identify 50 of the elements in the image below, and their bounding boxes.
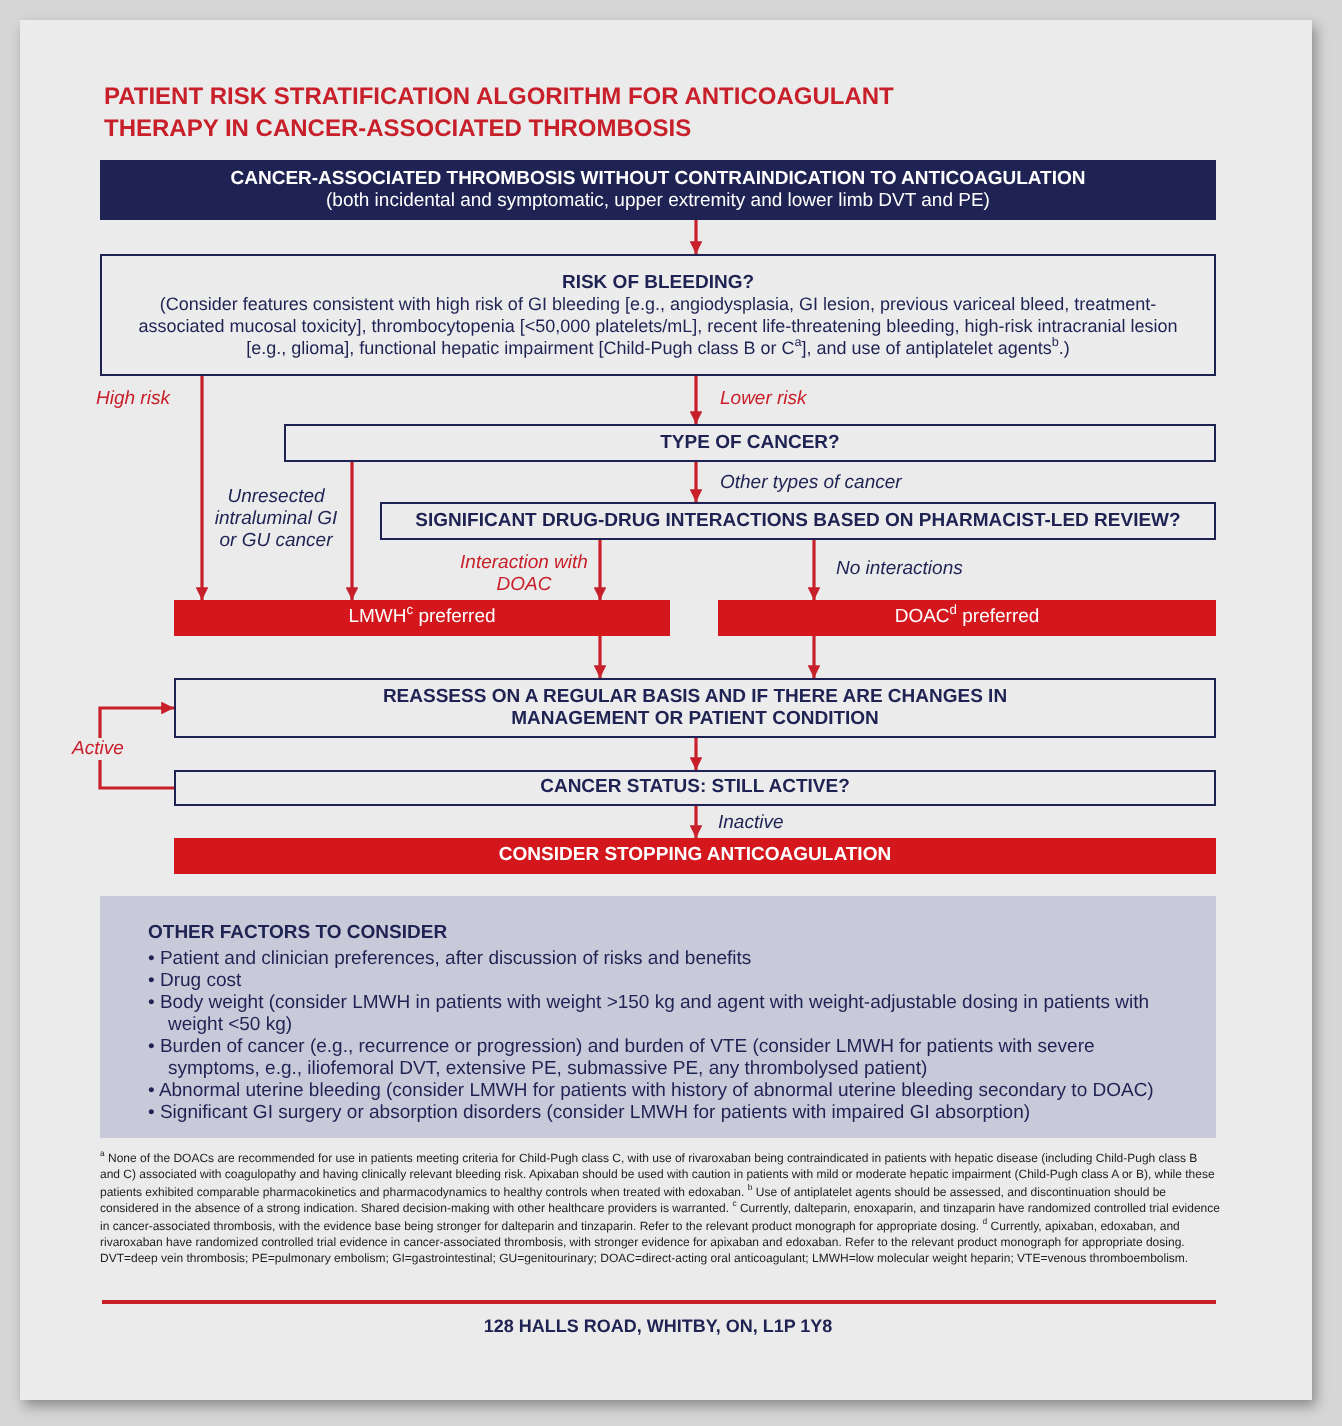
outcome-text: LMWH$^{c}$ preferred bbox=[348, 606, 496, 630]
outcome-bar bbox=[718, 600, 1216, 636]
panel-heading: OTHER FACTORS TO CONSIDER bbox=[148, 922, 448, 946]
outcome-bar bbox=[174, 838, 1216, 874]
arrow bbox=[98, 701, 174, 790]
edge-label: Other types of cancer bbox=[720, 472, 902, 494]
edge-label: Unresected intraluminal GI or GU cancer bbox=[212, 486, 340, 552]
bullet-item: • Abnormal uterine bleeding (consider LMWH for patients with history of abnormal uterine bleeding secondary to DOAC) bbox=[148, 1080, 1156, 1102]
process-box bbox=[174, 678, 1216, 738]
arrow bbox=[345, 462, 359, 600]
box-heading: CANCER-ASSOCIATED THROMBOSIS WITHOUT CONTRAINDICATION TO ANTICOAGULATION bbox=[230, 167, 1086, 190]
arrow bbox=[807, 636, 821, 678]
edge-label: No interactions bbox=[836, 558, 963, 580]
factors-panel bbox=[100, 896, 1216, 1138]
bullet-item: • Significant GI surgery or absorption disorders (consider LMWH for patients with impaired GI absorption) bbox=[148, 1102, 1033, 1124]
box-description: (both incidental and symptomatic, upper extremity and lower limb DVT and PE) bbox=[324, 190, 992, 213]
edge-label: High risk bbox=[96, 388, 170, 410]
bullet-item: • Body weight (consider LMWH in patients with weight >150 kg and agent with weight-adjustable dosing in patients with weight <50 kg) bbox=[148, 992, 1152, 1036]
diagram-title: PATIENT RISK STRATIFICATION ALGORITHM FOR ANTICOAGULANT THERAPY IN CANCER-ASSOCIATED THROMBOSIS bbox=[104, 80, 896, 144]
outcome-text: CONSIDER STOPPING ANTICOAGULATION bbox=[498, 844, 892, 868]
box-heading: SIGNIFICANT DRUG-DRUG INTERACTIONS BASED ON PHARMACIST-LED REVIEW? bbox=[415, 509, 1181, 533]
decision-box bbox=[284, 424, 1216, 462]
bullet-item: • Patient and clinician preferences, after discussion of risks and benefits bbox=[148, 948, 754, 970]
arrow bbox=[689, 806, 703, 838]
edge-label: Active bbox=[72, 738, 124, 760]
bullet-item: • Drug cost bbox=[148, 970, 244, 992]
box-heading: REASSESS ON A REGULAR BASIS AND IF THERE ARE CHANGES IN MANAGEMENT OR PATIENT CONDITION bbox=[380, 685, 1010, 731]
bullet-item: • Burden of cancer (e.g., recurrence or progression) and burden of VTE (consider LMWH for patients with severe symptoms, e.g., iliofemoral DVT, extensive PE, submassive PE, any thrombolysed patient) bbox=[148, 1036, 1097, 1080]
decision-box bbox=[380, 502, 1216, 540]
address-text: 128 HALLS ROAD, WHITBY, ON, L1P 1Y8 bbox=[481, 1316, 835, 1336]
arrow bbox=[689, 220, 703, 254]
edge-label: Inactive bbox=[718, 812, 784, 834]
box-heading: TYPE OF CANCER? bbox=[660, 431, 840, 455]
outcome-text: DOAC$^{d}$ preferred bbox=[894, 606, 1040, 630]
arrow bbox=[807, 540, 821, 600]
decision-box bbox=[100, 254, 1216, 376]
arrow bbox=[689, 376, 703, 424]
box-heading: CANCER STATUS: STILL ACTIVE? bbox=[540, 776, 850, 800]
arrow bbox=[195, 376, 209, 600]
box-heading: RISK OF BLEEDING? bbox=[561, 271, 755, 294]
box-description: (Consider features consistent with high risk of GI bleeding [e.g., angiodysplasia, GI lesion, previous variceal bleed, treatment-associated mucosal toxicity], thrombocytopenia [<50,000 platelets/mL], recent life-threatening bleeding, high-risk intracranial lesion [e.g., glioma], functional hepatic impairment [Child-Pugh class B or C$^{a}$], and use of antiplatelet agents$^{b}$.) bbox=[136, 294, 1180, 359]
edge-label: Lower risk bbox=[720, 388, 807, 410]
arrow bbox=[689, 462, 703, 502]
edge-label: Interaction with DOAC bbox=[460, 552, 588, 596]
start-box bbox=[100, 160, 1216, 220]
arrow bbox=[593, 636, 607, 678]
arrow bbox=[689, 738, 703, 770]
decision-box bbox=[174, 770, 1216, 806]
outcome-bar bbox=[174, 600, 670, 636]
arrow bbox=[593, 540, 607, 600]
